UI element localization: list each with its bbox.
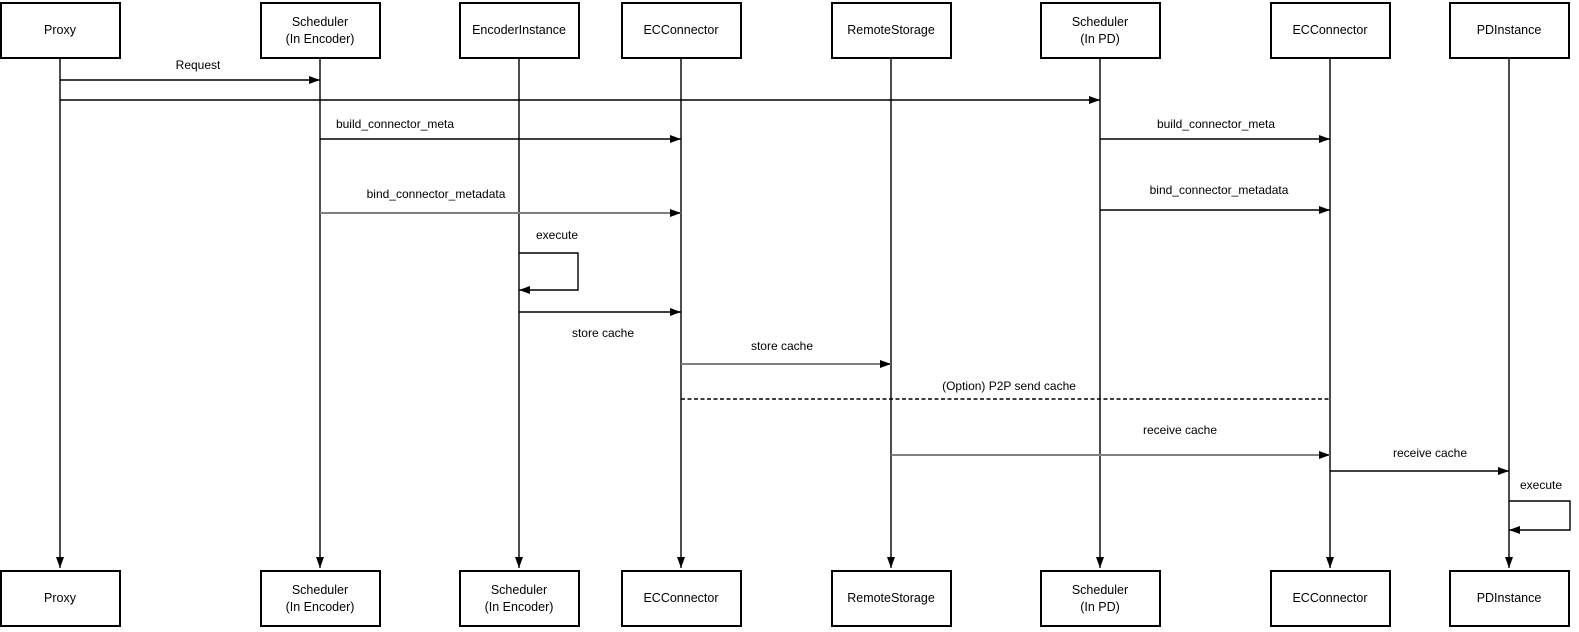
message-label-build-connector-meta-pd: build_connector_meta [1156, 117, 1276, 131]
bottom-actor-box-scheduler-pd: Scheduler(In PD) [1039, 570, 1161, 627]
bottom-actor-box-proxy: Proxy [0, 570, 121, 627]
bottom-actor-box-pd-instance: PDInstance [1448, 570, 1570, 627]
actor-label-line: Proxy [44, 591, 76, 606]
top-actor-box-ec-connector-pd: ECConnector [1269, 2, 1391, 59]
message-label-bind-connector-metadata-pd: bind_connector_metadata [1149, 183, 1289, 197]
message-label-store-cache-remote: store cache [750, 339, 814, 353]
top-actor-box-scheduler-pd: Scheduler(In PD) [1039, 2, 1161, 59]
message-label-build-connector-meta-encoder: build_connector_meta [335, 117, 455, 131]
actor-label-line: EncoderInstance [472, 23, 566, 38]
message-label-bind-connector-metadata-encoder: bind_connector_metadata [366, 187, 506, 201]
top-actor-box-remote-storage: RemoteStorage [830, 2, 952, 59]
actor-label-line: Scheduler [1071, 583, 1129, 598]
actor-label-line: Scheduler [291, 15, 349, 30]
actor-label-line: Proxy [44, 23, 76, 38]
top-actor-box-encoder-instance: EncoderInstance [458, 2, 580, 59]
bottom-actor-box-remote-storage: RemoteStorage [830, 570, 952, 627]
top-actor-box-ec-connector-enc: ECConnector [620, 2, 742, 59]
actor-label-line: Scheduler [490, 583, 548, 598]
bottom-actor-box-ec-connector-enc: ECConnector [620, 570, 742, 627]
actor-label-line: (In Encoder) [484, 599, 554, 614]
actor-label-line: Scheduler [291, 583, 349, 598]
actor-label-line: PDInstance [1476, 23, 1542, 38]
message-label-p2p-send-cache: (Option) P2P send cache [942, 379, 1076, 393]
actor-label-line: ECConnector [1292, 23, 1368, 38]
message-label-receive-cache-remote: receive cache [1142, 423, 1218, 437]
message-label-store-cache-connector: store cache [571, 326, 635, 340]
actor-label-line: (In PD) [1080, 599, 1120, 614]
message-label-receive-cache-pd: receive cache [1392, 446, 1468, 460]
message-label-execute-encoder: execute [535, 228, 579, 242]
actor-label-line: (In Encoder) [285, 599, 355, 614]
actor-label-line: ECConnector [1292, 591, 1368, 606]
bottom-actor-box-ec-connector-pd: ECConnector [1269, 570, 1391, 627]
top-actor-box-scheduler-encoder: Scheduler(In Encoder) [259, 2, 381, 59]
actor-label-line: (In PD) [1080, 31, 1120, 46]
actor-label-line: ECConnector [643, 23, 719, 38]
top-actor-box-proxy: Proxy [0, 2, 121, 59]
message-label-request: Request [175, 58, 221, 72]
bottom-actor-box-scheduler-encoder: Scheduler(In Encoder) [259, 570, 381, 627]
actor-label-line: RemoteStorage [847, 23, 935, 38]
bottom-actor-box-encoder-instance: Scheduler(In Encoder) [458, 570, 580, 627]
top-actor-box-pd-instance: PDInstance [1448, 2, 1570, 59]
actor-label-line: RemoteStorage [847, 591, 935, 606]
message-label-execute-pd: execute [1519, 478, 1563, 492]
self-message-arrow-execute-encoder [519, 252, 579, 294]
actor-label-line: (In Encoder) [285, 31, 355, 46]
actor-label-line: ECConnector [643, 591, 719, 606]
self-message-arrow-execute-pd [1509, 500, 1571, 534]
actor-label-line: PDInstance [1476, 591, 1542, 606]
actor-label-line: Scheduler [1071, 15, 1129, 30]
